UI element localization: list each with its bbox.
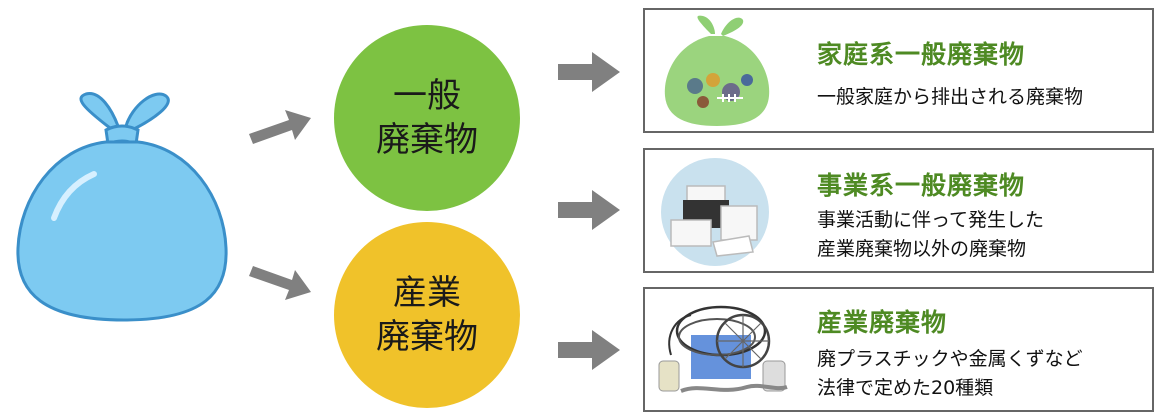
- general-waste-circle: 一般 廃棄物: [334, 25, 520, 211]
- industrial-waste-circle: 産業 廃棄物: [334, 222, 520, 408]
- scrap-metal-pile-icon: [658, 305, 788, 393]
- arrow-to-industrial-icon: [558, 330, 620, 370]
- industrial-title: 産業廃棄物: [817, 308, 948, 337]
- general-waste-label-line2: 廃棄物: [376, 120, 478, 160]
- household-title: 家庭系一般廃棄物: [817, 40, 1026, 69]
- industrial-desc-line2: 法律で定めた20種類: [817, 377, 994, 399]
- general-waste-label-line1: 一般: [393, 76, 461, 116]
- household-desc-line1: 一般家庭から排出される廃棄物: [817, 86, 1084, 108]
- industrial-waste-box: 産業廃棄物 廃プラスチックや金属くずなど 法律で定めた20種類: [643, 287, 1154, 412]
- arrow-bag-to-general-icon: [249, 110, 311, 144]
- business-desc-line1: 事業活動に伴って発生した: [817, 209, 1045, 231]
- paper-stack-icon: [661, 158, 769, 266]
- industrial-waste-label-line2: 廃棄物: [376, 317, 478, 357]
- business-desc-line2: 産業廃棄物以外の廃棄物: [817, 238, 1027, 260]
- industrial-desc-line1: 廃プラスチックや金属くずなど: [817, 348, 1083, 370]
- arrow-bag-to-industrial-icon: [249, 266, 311, 300]
- garbage-bag-icon: [16, 92, 228, 322]
- business-title: 事業系一般廃棄物: [817, 171, 1026, 200]
- industrial-waste-label-line1: 産業: [393, 273, 461, 313]
- household-general-waste-box: 家庭系一般廃棄物 一般家庭から排出される廃棄物: [643, 8, 1154, 133]
- business-general-waste-box: 事業系一般廃棄物 事業活動に伴って発生した 産業廃棄物以外の廃棄物: [643, 148, 1154, 273]
- green-trash-bag-icon: [664, 15, 770, 126]
- arrow-to-business-icon: [558, 190, 620, 230]
- arrow-to-household-icon: [558, 52, 620, 92]
